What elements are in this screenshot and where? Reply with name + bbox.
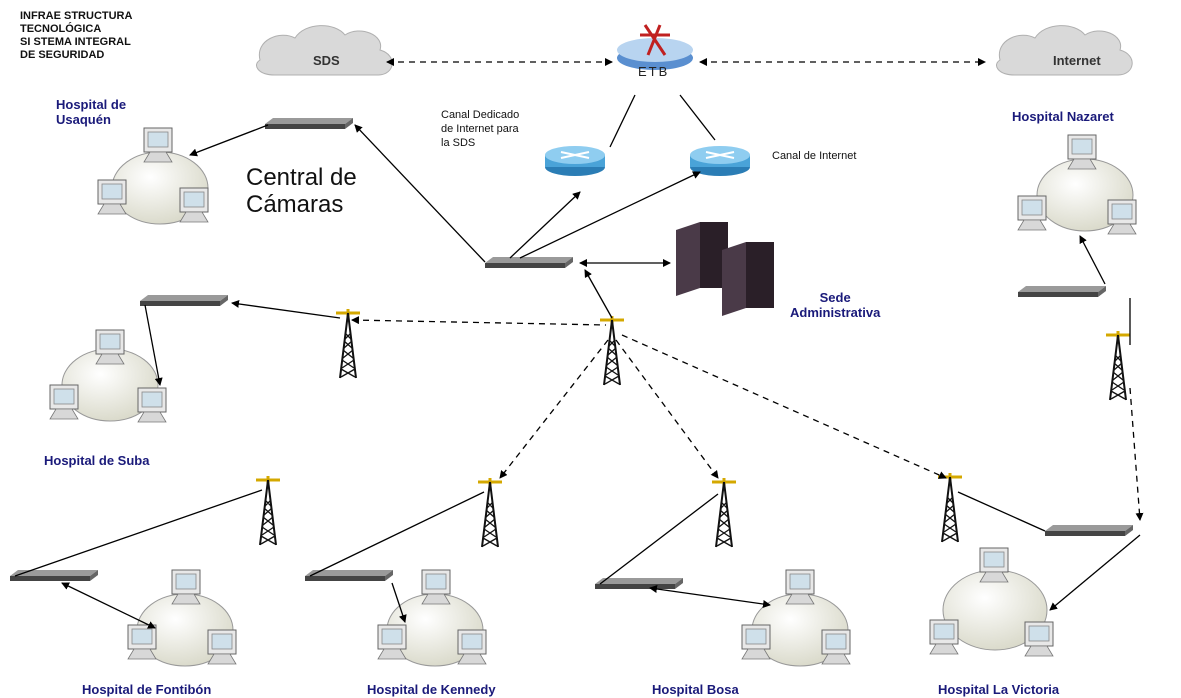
tower-bosa-icon [710, 476, 738, 549]
router-internet-icon [689, 145, 751, 177]
workgroup-suba-icon [49, 329, 167, 423]
hospital-nazaret-label: Hospital Nazaret [1012, 109, 1114, 124]
switch-fontibon-icon [10, 570, 98, 581]
hospital-kennedy-label: Hospital de Kennedy [367, 682, 496, 697]
workgroup-usaquen-icon [97, 127, 209, 225]
cloud-internet [996, 25, 1133, 76]
switch-victoria-icon [1045, 525, 1133, 536]
cloud-sds [256, 25, 393, 76]
workgroup-kennedy-icon [377, 569, 487, 667]
hospital-bosa-label: Hospital Bosa [652, 682, 739, 697]
tower-suba-icon [334, 307, 362, 380]
hospital-suba-label: Hospital de Suba [44, 453, 150, 468]
router-sds-icon [544, 145, 606, 177]
cloud-internet-label: Internet [1053, 53, 1101, 68]
switch-usaquen-icon [265, 118, 353, 129]
switch-bosa-icon [595, 578, 683, 589]
workgroup-nazaret-icon [1017, 134, 1137, 235]
diagram-title: INFRAE STRUCTURA TECNOLÓGICA SI STEMA IN… [20, 10, 133, 61]
switch-suba-icon [140, 295, 228, 306]
tower-central-icon [598, 314, 626, 387]
workgroup-fontibon-icon [127, 569, 237, 667]
switch-nazaret-icon [1018, 286, 1106, 297]
links-wired [14, 94, 1141, 629]
hospital-victoria-label: Hospital La Victoria [938, 682, 1060, 697]
switch-central-icon [485, 257, 573, 268]
hospital-fontibon-label: Hospital de Fontibón [82, 682, 212, 697]
central-camaras-label: Central de Cámaras [246, 164, 357, 218]
tower-fontibon-icon [254, 474, 282, 547]
canal-internet-label: Canal de Internet [772, 150, 857, 162]
etb-exchange-icon [617, 24, 693, 70]
etb-label: ETB [638, 64, 670, 79]
sede-administrativa-label: Sede Administrativa [790, 290, 881, 320]
workgroup-victoria-icon [929, 547, 1054, 657]
workgroup-bosa-icon [741, 569, 851, 667]
tower-victoria-icon [936, 471, 964, 544]
links-wireless [351, 58, 1144, 521]
cloud-sds-label: SDS [313, 53, 340, 68]
server-icon [676, 222, 774, 316]
tower-nazaret-icon [1104, 329, 1132, 402]
hospital-usaquen-label: Hospital de Usaquén [56, 97, 127, 127]
canal-dedicado-label: Canal Dedicado de Internet para la SDS [441, 109, 520, 149]
tower-kennedy-icon [476, 476, 504, 549]
